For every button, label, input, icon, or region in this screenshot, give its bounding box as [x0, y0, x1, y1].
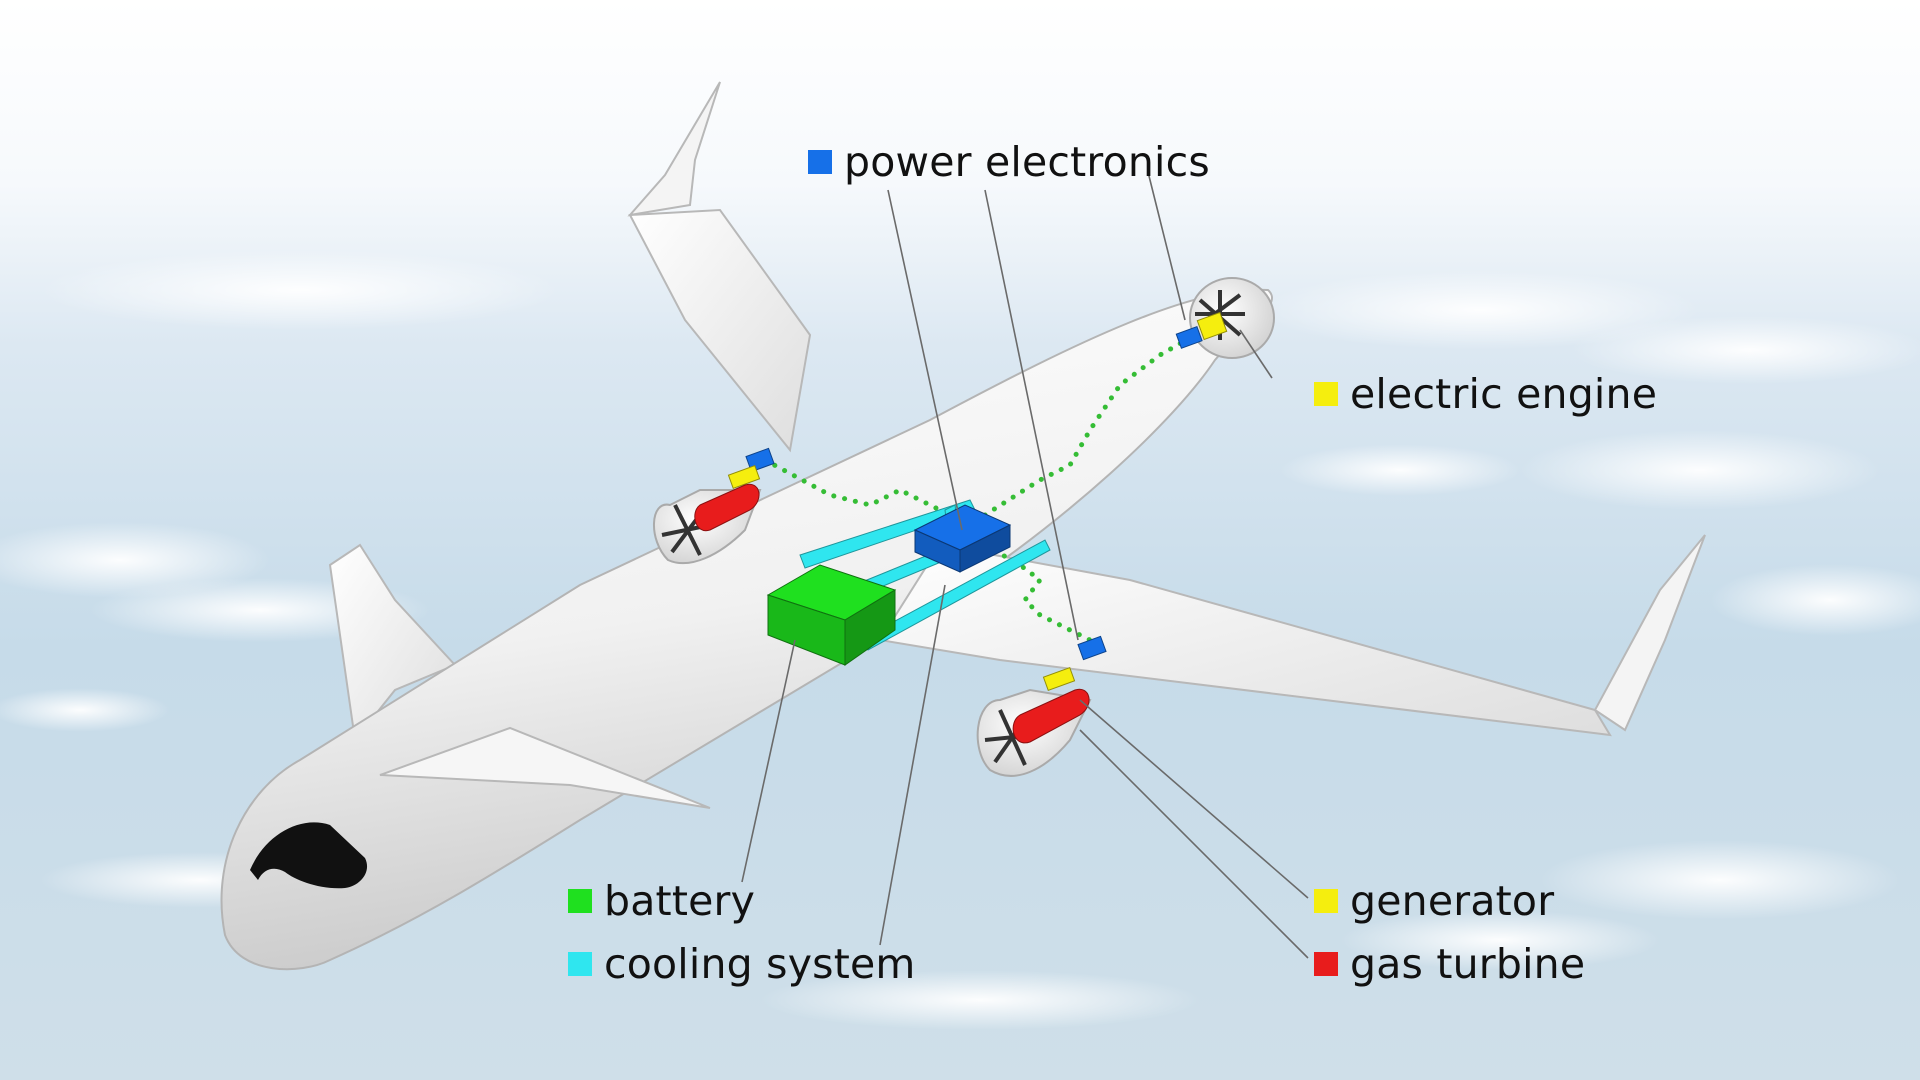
electric-engine-swatch [1314, 382, 1338, 406]
power-electronics-unit-tail [1175, 326, 1203, 349]
cooling-system-swatch [568, 952, 592, 976]
electric-engine-motor [1196, 311, 1228, 341]
legend-generator: generator [1314, 877, 1554, 925]
leader-cooling [879, 584, 946, 946]
generator-swatch [1314, 889, 1338, 913]
legend-gas-turbine: gas turbine [1314, 940, 1585, 988]
fuselage [220, 288, 1274, 971]
cockpit-window [250, 822, 368, 889]
legend-label-cooling-system: cooling system [604, 940, 916, 988]
leader-generator [1079, 699, 1309, 899]
leader-power-electronics-1 [887, 189, 963, 531]
legend-label-generator: generator [1350, 877, 1555, 925]
legend-label-electric-engine: electric engine [1350, 370, 1658, 418]
tail-electric-fan [1189, 277, 1275, 359]
power-electronics-unit-right [1077, 635, 1107, 661]
legend-battery: battery [568, 877, 755, 925]
horizontal-stabilizer [379, 726, 711, 809]
leader-power-electronics-2 [984, 189, 1079, 641]
legend-electric-engine: electric engine [1314, 370, 1657, 418]
legend-label-battery: battery [604, 877, 756, 925]
generator-left [727, 464, 761, 490]
battery-swatch [568, 889, 592, 913]
left-wing [628, 208, 812, 453]
legend-power-electronics: power electronics [808, 138, 1210, 186]
right-winglet [1593, 534, 1706, 732]
leader-battery [741, 639, 796, 883]
power-electronics-swatch [808, 150, 832, 174]
battery-block [766, 564, 897, 666]
gas-turbine-left [694, 483, 760, 532]
legend-label-power-electronics: power electronics [844, 138, 1210, 186]
gas-turbine-swatch [1314, 952, 1338, 976]
legend-label-gas-turbine: gas turbine [1350, 940, 1586, 988]
leader-electric-engine-2 [1239, 329, 1273, 379]
power-electronics-block [913, 504, 1012, 573]
leader-lines [741, 171, 1309, 959]
gas-turbine-right [1012, 688, 1090, 744]
legend-cooling-system: cooling system [568, 940, 916, 988]
left-winglet [627, 81, 721, 217]
generator-right [1042, 666, 1076, 692]
leader-electric-engine-1 [1147, 171, 1186, 321]
leader-gas-turbine [1079, 729, 1309, 959]
cable-tail-engine [982, 332, 1198, 518]
